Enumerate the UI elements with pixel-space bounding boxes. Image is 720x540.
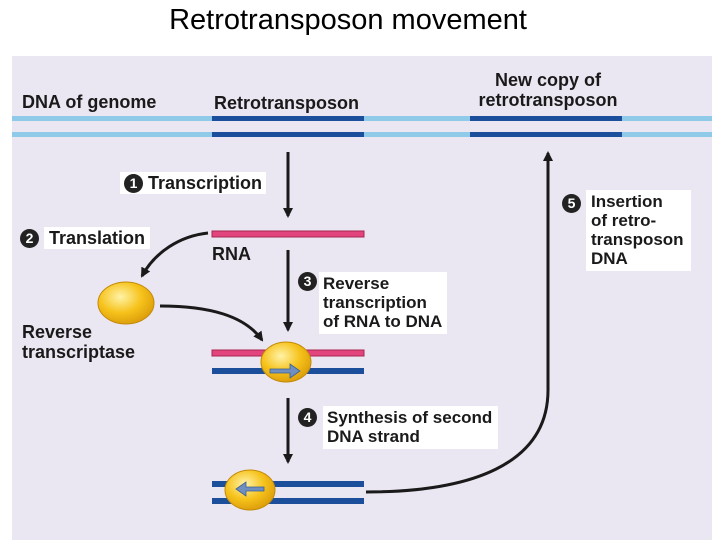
rna-label: RNA: [212, 244, 251, 264]
step-4-synthesis: 4: [298, 408, 322, 427]
step-3-text: Reverse transcription of RNA to DNA: [319, 272, 448, 334]
step-4-text: Synthesis of second DNA strand: [323, 406, 499, 449]
dna-of-genome-label: DNA of genome: [22, 92, 157, 112]
rna-dna-hybrid: [211, 341, 365, 383]
retrotransposon-label: Retrotransposon: [214, 93, 360, 113]
reverse-transcriptase-icon: [97, 281, 155, 325]
insertion-arrow: [365, 151, 553, 494]
new-copy-label: New copy of retrotransposon: [478, 70, 618, 110]
reverse-transcriptase-label: Reverse transcriptase: [22, 322, 136, 362]
step-3-reverse-transcription: 3: [298, 272, 322, 291]
translation-arrow: [140, 231, 209, 278]
enzyme-binding-arrow: [159, 304, 264, 342]
step-5-insertion: 5: [562, 194, 586, 213]
rna-strand: [211, 230, 365, 238]
page-title: Retrotransposon movement: [169, 4, 527, 36]
dsdna-copy: [212, 469, 364, 511]
genome-dna: [12, 116, 712, 137]
step-5-text: Insertion of retro- transposon DNA: [586, 190, 691, 271]
